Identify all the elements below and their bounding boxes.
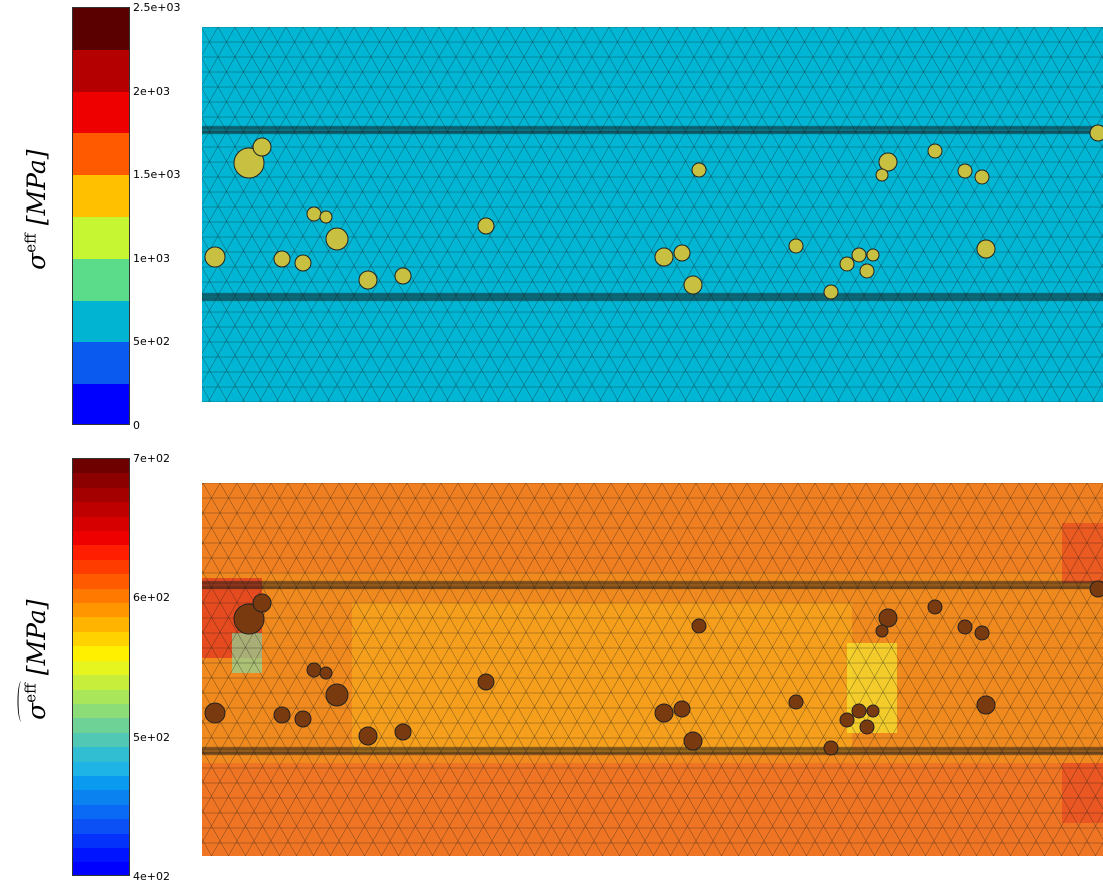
y-axis-label-sigma-eff-hat: σeff [MPa] [14, 510, 58, 810]
colorbar-tick-label: 2e+03 [133, 84, 170, 98]
mesh-field-sigma-eff [202, 27, 1103, 402]
colorbar-segment [73, 588, 129, 604]
label-unit: [MPa] [21, 149, 51, 226]
colorbar-tick-label: 5e+02 [133, 335, 170, 349]
colorbar-segment [73, 545, 129, 560]
panel-sigma-eff: σeff [MPa] 2.5e+03 2e+03 1.5e+03 1e+03 5e+02… [0, 0, 1103, 432]
colorbar-segment [73, 732, 129, 748]
colorbar-segment [73, 342, 129, 385]
colorbar-segment [73, 473, 129, 488]
colorbar-tick-label: 5e+02 [133, 730, 170, 744]
colorbar-segment [73, 675, 129, 690]
colorbar-segment [73, 502, 129, 517]
colorbar-segment [73, 603, 129, 618]
colorbar-segment [73, 646, 129, 661]
colorbar-tick-label: 6e+02 [133, 591, 170, 605]
colorbar-segment [73, 862, 129, 875]
colorbar-tick-label: 7e+02 [133, 452, 170, 465]
colorbar-segment [73, 703, 129, 719]
colorbar-segment [73, 804, 129, 820]
label-symbol: σ [21, 253, 51, 271]
colorbar-tick-label: 0 [133, 419, 140, 432]
colorbar-segment [73, 689, 129, 704]
colorbar-segment [73, 718, 129, 733]
colorbar-segment [73, 300, 129, 343]
colorbar-segment [73, 531, 129, 546]
label-symbol: σ [21, 703, 51, 721]
colorbar-sigma-eff-hat [72, 458, 130, 876]
colorbar-segment [73, 660, 129, 676]
colorbar-tick-label: 2.5e+03 [133, 1, 181, 14]
colorbar-segment [73, 384, 129, 424]
colorbar-segment [73, 761, 129, 776]
label-superscript: eff [21, 683, 40, 704]
colorbar-segment [73, 516, 129, 532]
colorbar-segment [73, 258, 129, 301]
colorbar-sigma-eff [72, 7, 130, 425]
colorbar-segment [73, 216, 129, 259]
colorbar-segment [73, 459, 129, 474]
colorbar-segment [73, 847, 129, 863]
colorbar-segment [73, 8, 129, 50]
colorbar-segment [73, 49, 129, 92]
colorbar-segment [73, 790, 129, 805]
colorbar-tick-label: 1.5e+03 [133, 168, 181, 182]
colorbar-segment [73, 175, 129, 217]
y-axis-label-sigma-eff: σeff [MPa] [14, 60, 58, 360]
colorbar-segment [73, 775, 129, 791]
colorbar-segment [73, 747, 129, 762]
colorbar-segment [73, 574, 129, 589]
colorbar-segment [73, 819, 129, 834]
mesh-field-sigma-eff-hat [202, 483, 1103, 856]
colorbar-tick-label: 4e+02 [133, 870, 170, 883]
colorbar-segment [73, 631, 129, 647]
colorbar-segment [73, 833, 129, 848]
colorbar-segment [73, 133, 129, 176]
colorbar-segment [73, 559, 129, 575]
panel-sigma-eff-hat: σeff [MPa] 7e+02 6e+02 5e+02 4e+02 [0, 450, 1103, 883]
colorbar-segment [73, 617, 129, 632]
colorbar-segment [73, 487, 129, 503]
colorbar-segment [73, 91, 129, 134]
label-unit: [MPa] [21, 599, 51, 676]
label-superscript: eff [21, 233, 40, 254]
colorbar-tick-label: 1e+03 [133, 251, 170, 265]
